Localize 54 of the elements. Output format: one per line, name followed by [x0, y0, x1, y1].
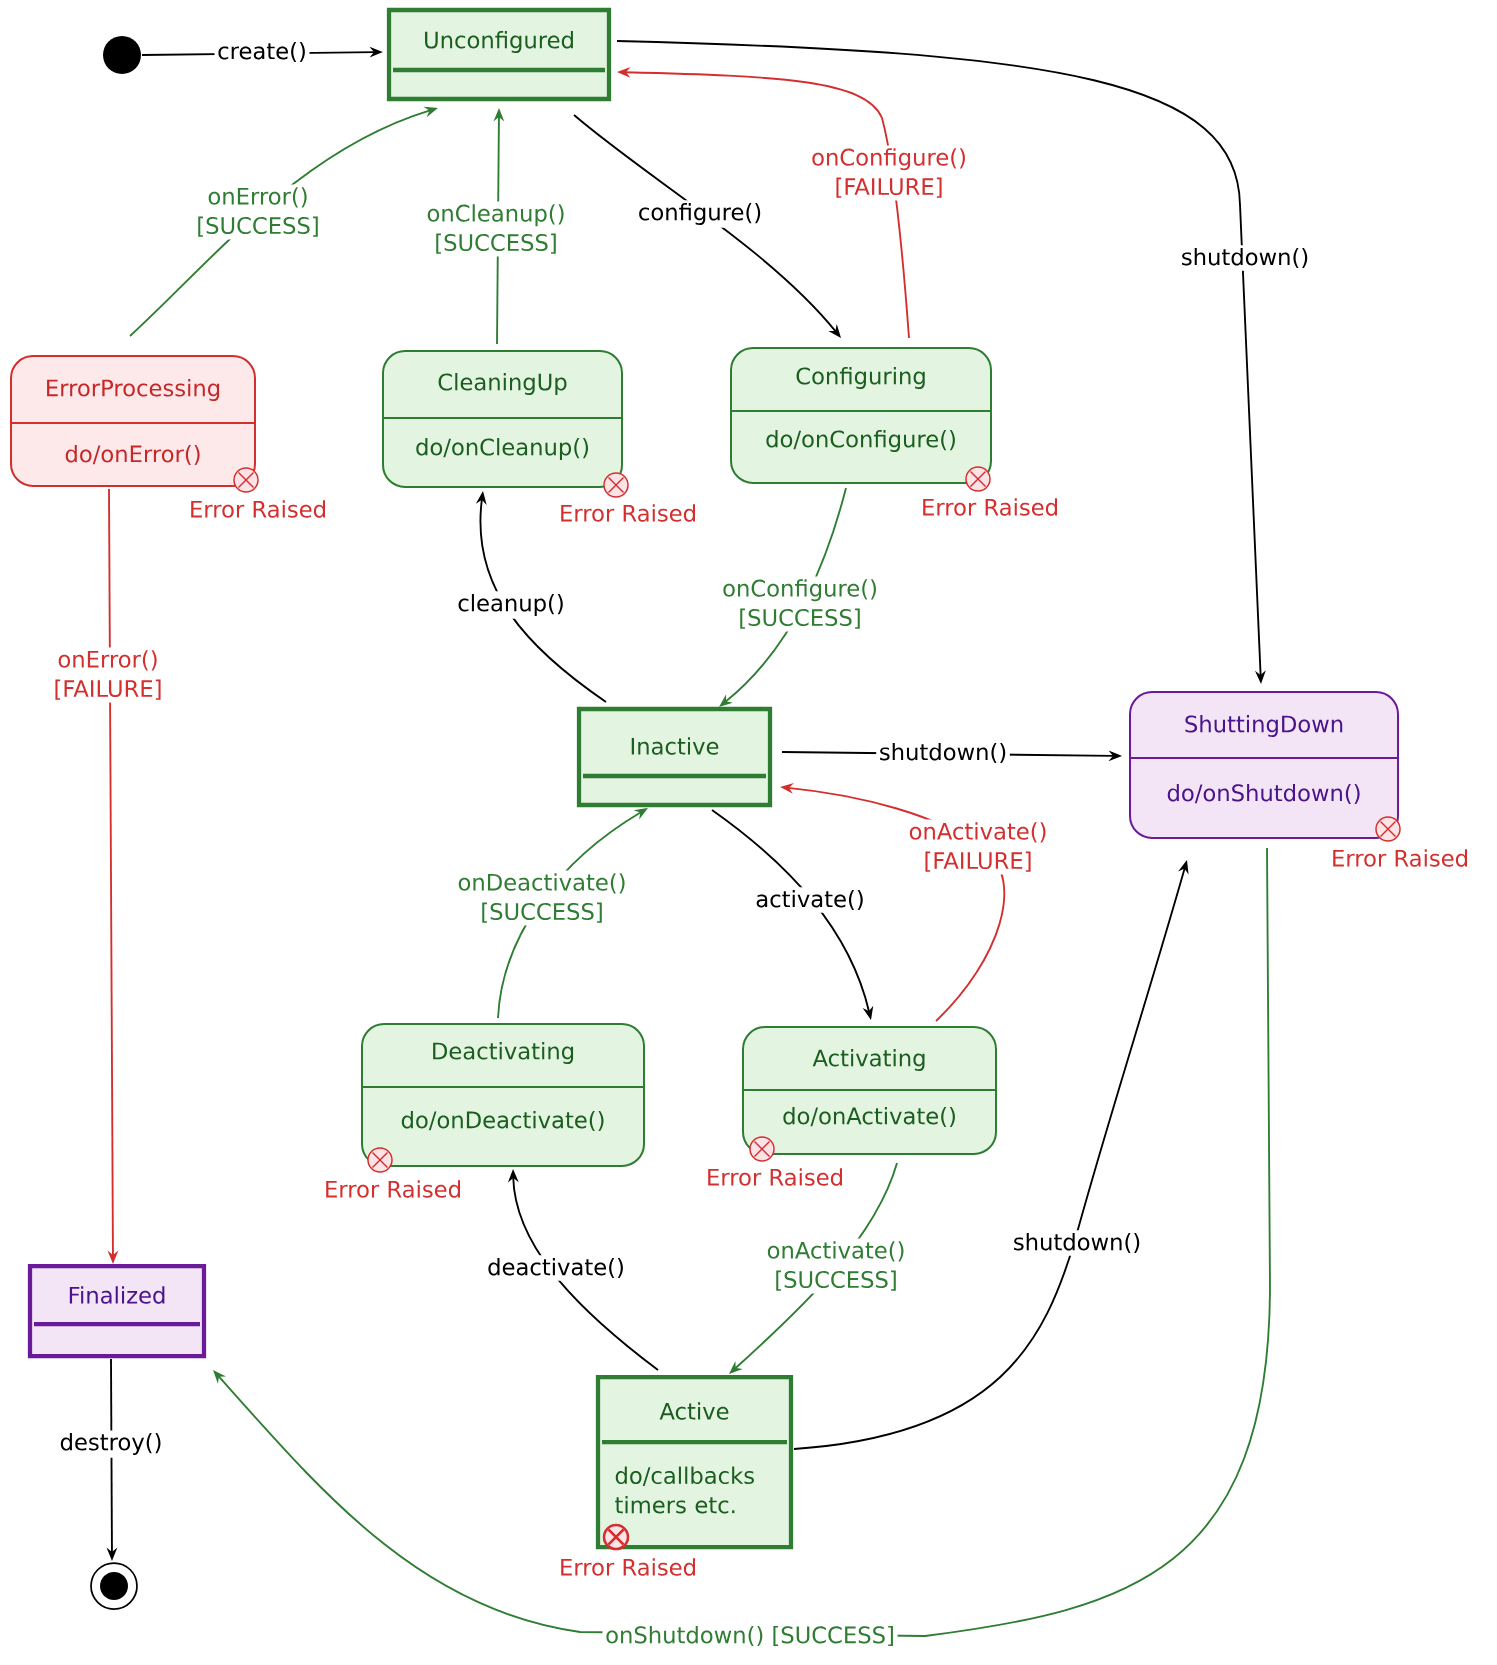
edge-label: shutdown() — [1178, 245, 1312, 271]
state-action: do/onActivate() — [783, 1106, 955, 1128]
state-action: do/onError() — [65, 444, 200, 466]
state-box — [1129, 691, 1399, 839]
state-name: Unconfigured — [425, 31, 573, 53]
state-name: Activating — [812, 1049, 925, 1071]
edge-label: configure() — [635, 200, 765, 228]
edge-label: onShutdown() [SUCCESS] — [602, 1623, 898, 1649]
edge-label: onDeactivate() [SUCCESS] — [445, 870, 639, 926]
edge-label: destroy() — [56, 1430, 166, 1458]
error-label: Error Raised — [708, 1168, 842, 1186]
edge-label: onActivate() [FAILURE] — [896, 819, 1060, 875]
edge-label: create() — [214, 39, 310, 65]
state-box — [27, 1263, 207, 1359]
edge-label: onActivate() [SUCCESS] — [754, 1238, 918, 1294]
edge-label: onError() [FAILURE] — [40, 647, 176, 703]
state-name: Deactivating — [433, 1042, 574, 1064]
initial-state-dot — [103, 36, 141, 74]
state-action: do/onDeactivate() — [401, 1110, 604, 1132]
edge-label: shutdown() — [876, 740, 1010, 766]
edge-label: activate() — [752, 887, 868, 913]
state-box — [742, 1026, 997, 1155]
error-label: Error Raised — [561, 1558, 695, 1576]
state-name: Active — [659, 1402, 729, 1420]
state-box — [576, 706, 773, 808]
state-name: ErrorProcessing — [47, 379, 220, 401]
state-name: ShuttingDown — [1185, 715, 1343, 737]
state-action: do/onCleanup() — [416, 438, 589, 460]
error-label: Error Raised — [1333, 849, 1467, 867]
error-label: Error Raised — [561, 504, 695, 522]
state-box — [10, 355, 256, 487]
state-name: Configuring — [796, 367, 925, 389]
state-action: do/onShutdown() — [1167, 783, 1360, 805]
error-label: Error Raised — [191, 500, 325, 518]
edge-label: onError() [SUCCESS] — [184, 184, 332, 240]
state-box — [382, 350, 623, 488]
edge-label: shutdown() — [1010, 1230, 1144, 1256]
edge-label: onConfigure() [SUCCESS] — [710, 576, 890, 632]
error-label: Error Raised — [326, 1180, 460, 1198]
edge-label: onConfigure() [FAILURE] — [799, 145, 979, 201]
state-box — [361, 1023, 645, 1167]
edge-label: onCleanup() [SUCCESS] — [414, 201, 578, 257]
state-box — [386, 7, 612, 102]
state-name: CleaningUp — [438, 373, 567, 395]
state-action: do/callbacks timers etc. — [615, 1466, 754, 1514]
final-state-circle — [90, 1562, 138, 1610]
edge-label: deactivate() — [484, 1255, 628, 1281]
state-action: do/onConfigure() — [766, 430, 955, 452]
state-box — [730, 347, 992, 484]
state-box — [595, 1374, 794, 1550]
state-name: Inactive — [631, 737, 719, 755]
error-label: Error Raised — [923, 498, 1057, 516]
state-name: Finalized — [69, 1286, 165, 1304]
edge-label: cleanup() — [454, 591, 568, 619]
